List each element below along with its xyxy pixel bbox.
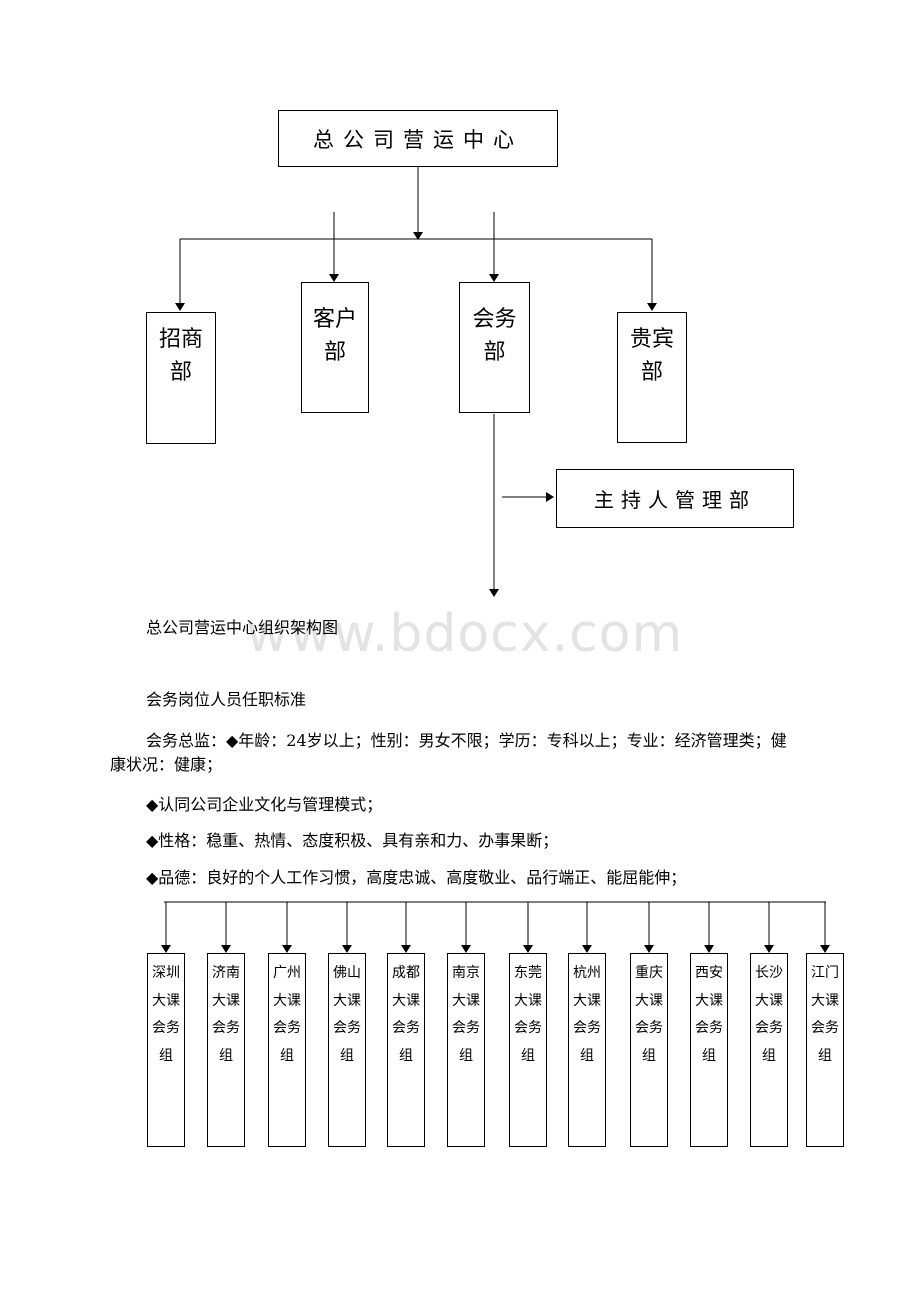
group-label: 佛山大课会务组	[333, 965, 361, 1064]
group-box: 江门大课会务组	[806, 953, 844, 1147]
group-box: 济南大课会务组	[207, 953, 245, 1147]
dept-label-zhaoshang: 招商部	[158, 327, 203, 385]
group-label: 江门大课会务组	[811, 965, 839, 1064]
group-box: 重庆大课会务组	[630, 953, 668, 1147]
group-connectors	[161, 902, 830, 953]
paragraph-morality: ◆品德：良好的个人工作习惯，高度忠诚、高度敬业、品行端正、能屈能伸；	[146, 868, 687, 887]
group-label: 济南大课会务组	[212, 965, 240, 1064]
group-label: 成都大课会务组	[392, 965, 420, 1064]
group-box: 广州大课会务组	[268, 953, 306, 1147]
dept-box-huiwu: 会务部	[459, 282, 530, 413]
group-box: 杭州大课会务组	[568, 953, 606, 1147]
group-label: 重庆大课会务组	[635, 965, 663, 1064]
group-box: 南京大课会务组	[447, 953, 485, 1147]
group-label: 东莞大课会务组	[514, 965, 542, 1064]
paragraph-personality: ◆性格：稳重、热情、态度积极、具有亲和力、办事果断；	[146, 831, 559, 850]
group-box: 东莞大课会务组	[509, 953, 547, 1147]
org-top-box: 总公司营运中心	[278, 110, 558, 167]
paragraph-requirements: 会务总监：◆年龄：24岁以上；性别：男女不限；学历：专科以上；专业：经济管理类；…	[110, 731, 787, 774]
group-label: 深圳大课会务组	[152, 965, 180, 1064]
paragraph-culture: ◆认同公司企业文化与管理模式；	[146, 795, 383, 814]
dept-box-kehu: 客户部	[301, 282, 369, 413]
group-label: 西安大课会务组	[695, 965, 723, 1064]
section-title: 会务岗位人员任职标准	[146, 690, 307, 709]
group-box: 成都大课会务组	[387, 953, 425, 1147]
group-label: 长沙大课会务组	[755, 965, 783, 1064]
group-box: 佛山大课会务组	[328, 953, 366, 1147]
dept-label-huiwu: 会务部	[472, 307, 517, 365]
dept-box-guibin: 贵宾部	[617, 312, 687, 443]
dept-label-kehu: 客户部	[312, 307, 357, 365]
watermark: www.bdocx.com	[246, 604, 684, 664]
dept-box-zhaoshang: 招商部	[146, 312, 216, 444]
sub-dept-label: 主持人管理部	[594, 488, 756, 512]
group-box: 长沙大课会务组	[750, 953, 788, 1147]
group-box: 西安大课会务组	[690, 953, 728, 1147]
group-box: 深圳大课会务组	[147, 953, 185, 1147]
group-label: 南京大课会务组	[452, 965, 480, 1064]
group-label: 广州大课会务组	[273, 965, 301, 1064]
org-top-label: 总公司营运中心	[313, 127, 523, 152]
sub-dept-box-zhuchiren: 主持人管理部	[556, 469, 794, 528]
group-label: 杭州大课会务组	[573, 965, 601, 1064]
dept-label-guibin: 贵宾部	[629, 327, 674, 385]
org-chart-caption: 总公司营运中心组织架构图	[146, 618, 339, 637]
